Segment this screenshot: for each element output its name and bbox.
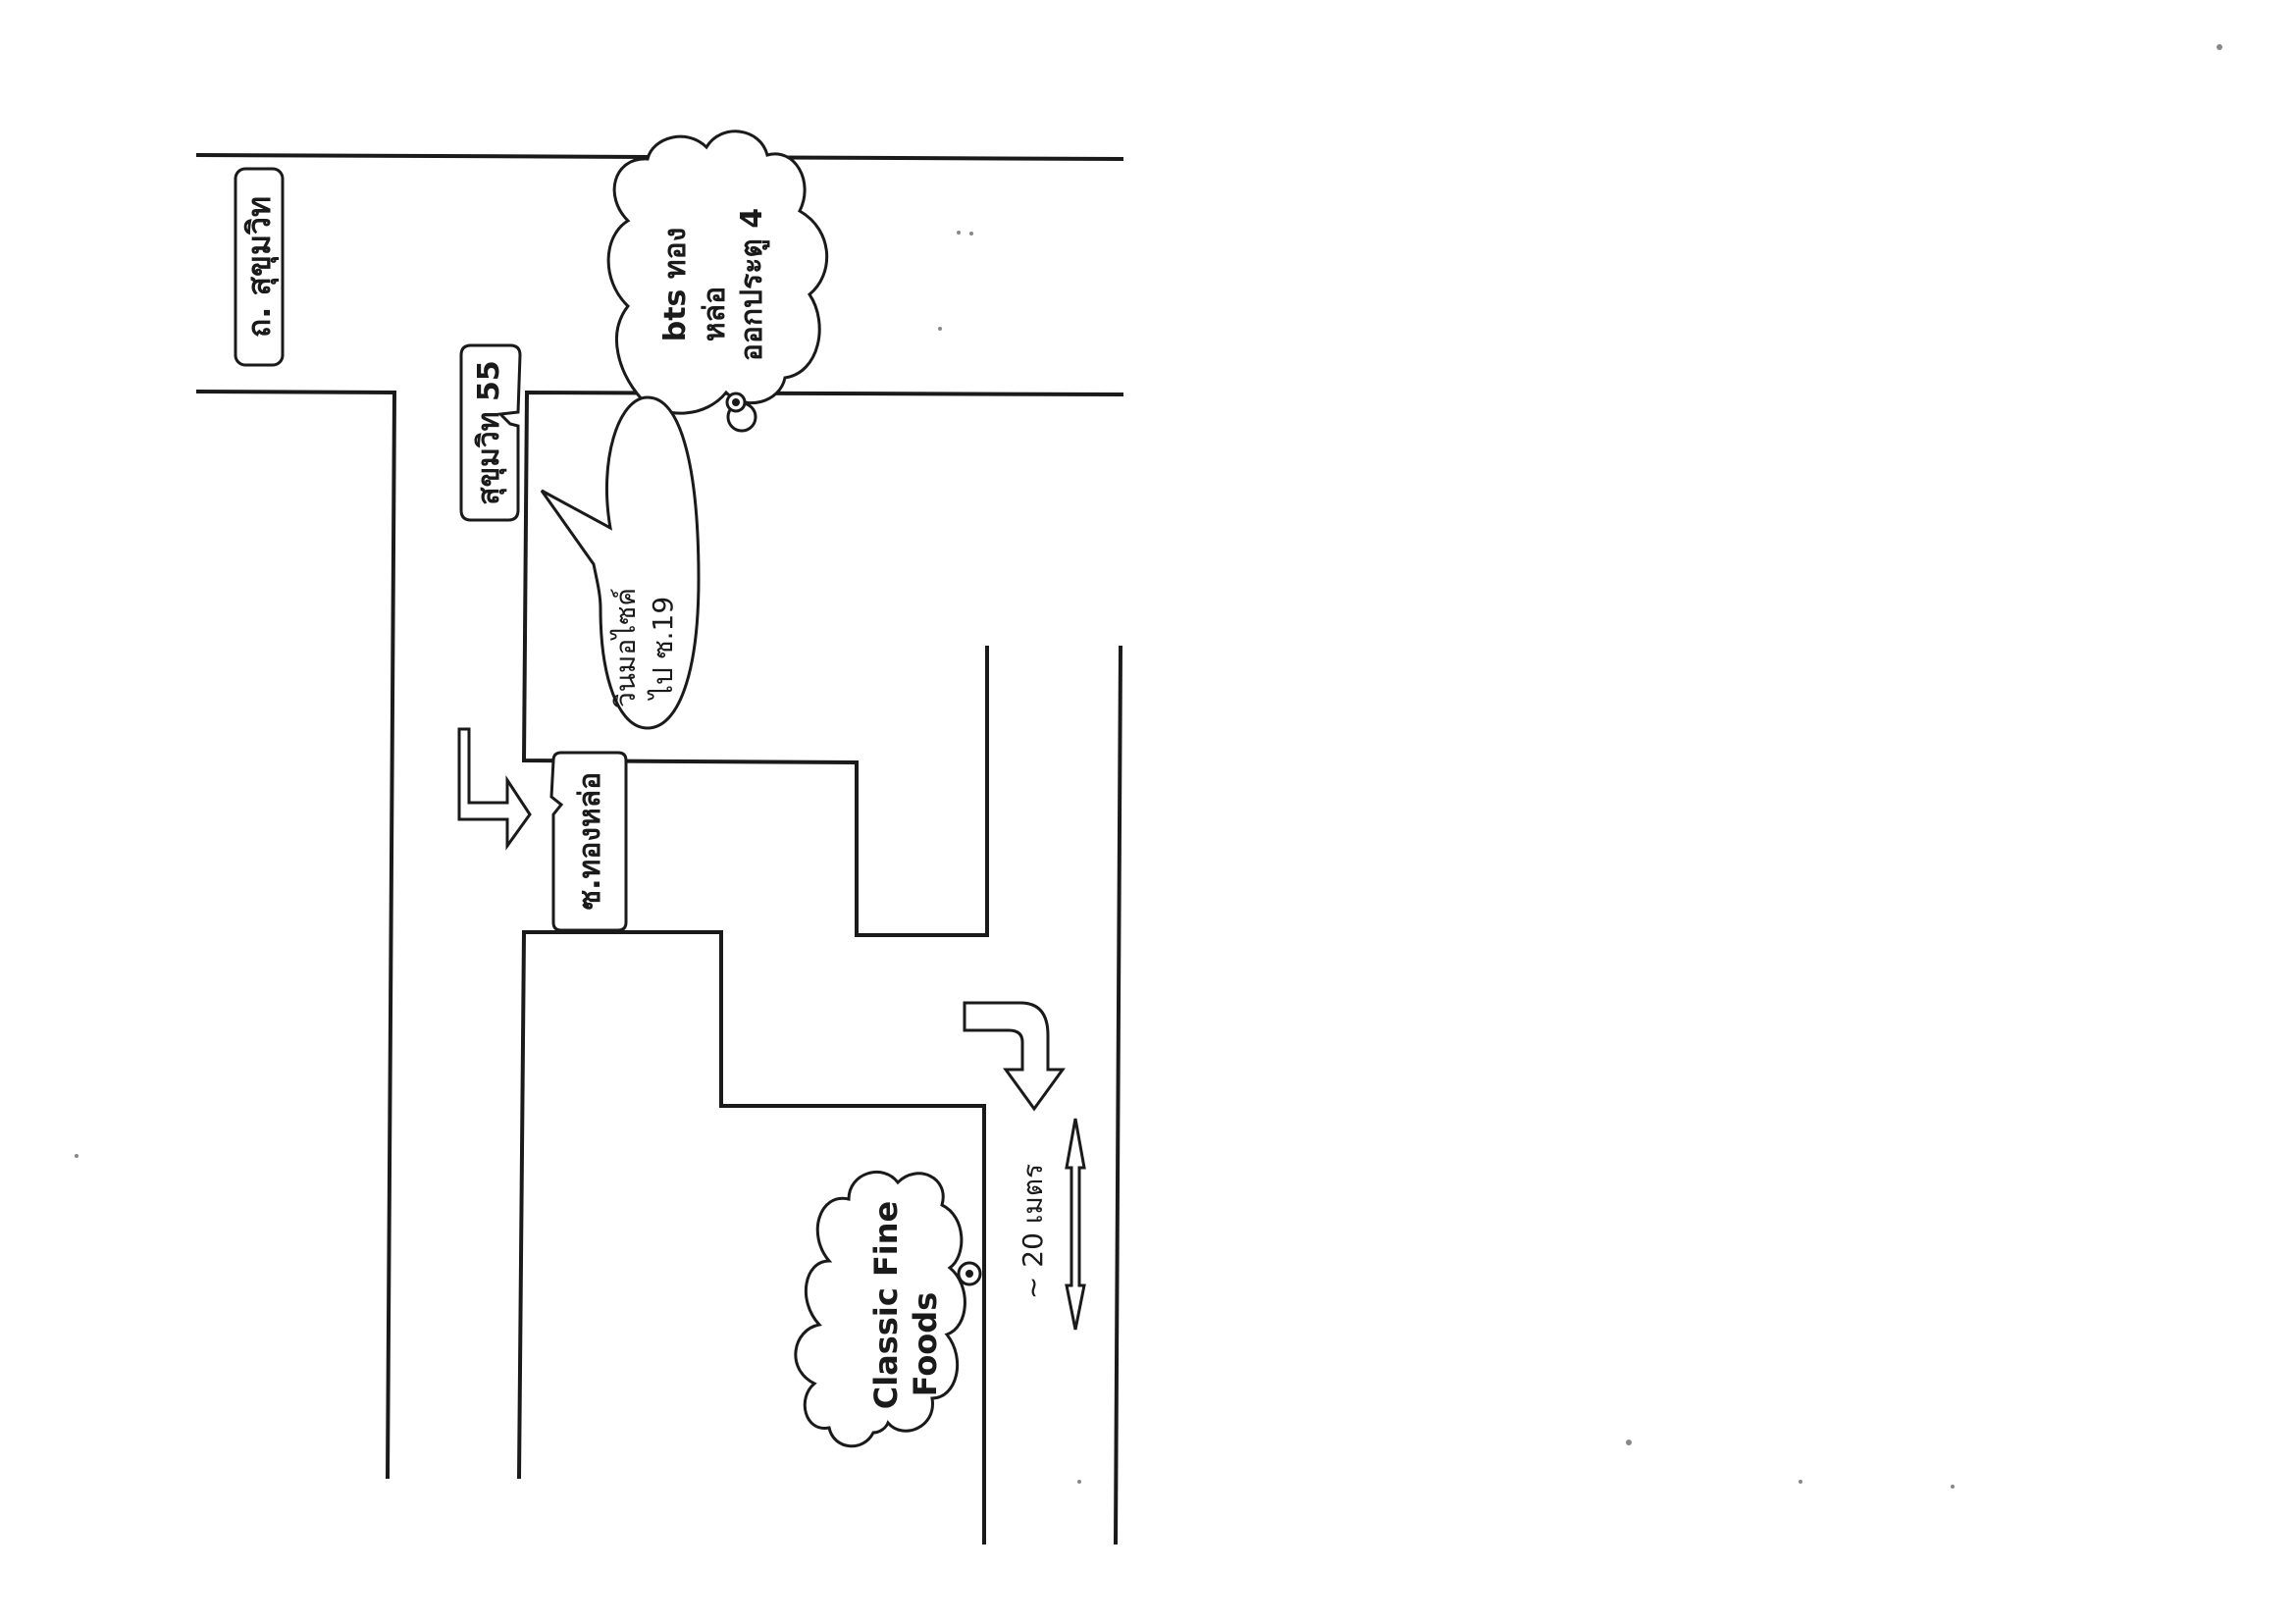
bts-label-line1: bts ทอง [658,228,693,342]
turn-down-arrow [963,1001,1066,1112]
distance-indicator: ~ 20 เมตร [1017,1118,1086,1331]
shop-label-line2: Foods [907,1292,944,1396]
road-lines [195,153,1124,1545]
thonglor-soi-sign: ซ.ทองหล่อ [549,751,628,932]
motorbike-taxi-callout: วินมอไซค์ ไป ซ.19 [540,395,701,730]
scan-specks [75,44,2222,1489]
callout-bubble-shape [540,395,701,730]
double-headed-arrow-icon [1065,1118,1086,1331]
distance-label: ~ 20 เมตร [1017,1164,1049,1299]
classic-fine-foods-marker: Classic Fine Foods [794,1171,982,1448]
shop-location-icon [957,1261,982,1286]
shop-cloud-shape [794,1171,966,1448]
thonglor-soi-label: ซ.ทองหล่อ [573,772,607,910]
thonglor-road-right-edge [1114,645,1122,1545]
thonglor-road-left-edge [517,930,986,1544]
turn-into-thonglor-arrow [457,727,532,851]
bts-label-line3: ออกประตู 4 [735,208,770,361]
bts-label-line2: หล่อ [698,287,732,341]
bts-cloud-shape [606,130,829,415]
main-road-label: ถ. สุขุมวิท [240,196,280,338]
bts-exit-icon [725,392,757,433]
soi-55-label: สุขุมวิท 55 [472,360,507,504]
callout-line2: ไป ซ.19 [647,597,679,701]
shop-label-line1: Classic Fine [867,1201,905,1410]
sukhumvit-road-bottom-right-edge [521,390,1124,937]
bts-station-marker: bts ทอง หล่อ ออกประตู 4 [606,130,829,433]
sukhumvit-road-bottom-left-edge [195,390,397,1480]
main-road-sign: ถ. สุขุมวิท [234,167,285,367]
soi-55-sign: สุขุมวิท 55 [459,343,522,522]
callout-line1: วินมอไซค์ [609,588,642,707]
